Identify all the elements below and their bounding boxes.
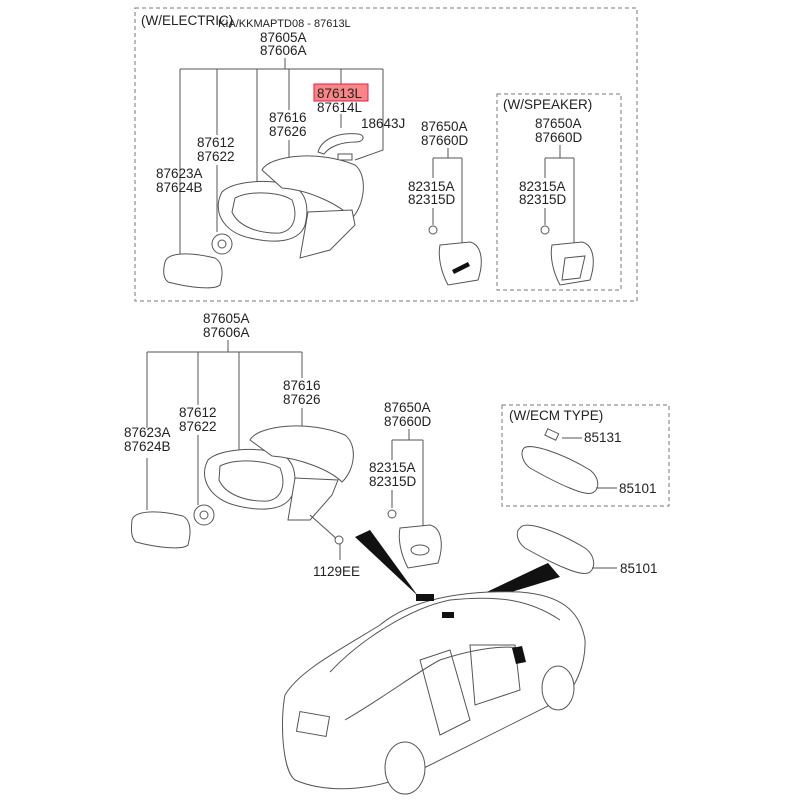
- ecm-group: 85131 85101: [521, 428, 657, 496]
- part-label[interactable]: 82315D: [369, 474, 417, 489]
- part-label[interactable]: 85101: [619, 481, 657, 496]
- vehicle-illustration: [281, 591, 586, 795]
- breadcrumb: KIA/KKMAPTD08 - 87613L: [218, 18, 351, 30]
- part-label[interactable]: 87612: [197, 135, 235, 150]
- part-label[interactable]: 1129EE: [313, 564, 360, 579]
- part-label[interactable]: 87614L: [317, 100, 363, 115]
- part-label[interactable]: 87622: [197, 149, 235, 164]
- part-label[interactable]: 85101: [620, 561, 658, 576]
- clip[interactable]: [428, 225, 438, 235]
- speaker-opening: [561, 255, 586, 281]
- speaker-group: 87650A 87660D 82315A 82315D: [519, 116, 594, 286]
- actuator-center: [199, 510, 209, 520]
- garnish-panel[interactable]: [438, 241, 482, 286]
- group-title-speaker: (W/SPEAKER): [503, 97, 592, 112]
- part-label[interactable]: 82315A: [369, 460, 416, 475]
- part-label[interactable]: 82315A: [408, 179, 455, 194]
- part-label[interactable]: 87622: [179, 419, 217, 434]
- part-label[interactable]: 87616: [283, 378, 321, 393]
- manual-mirror-group: 87605A 87606A 87616 87626 87612 87622 87…: [124, 311, 442, 579]
- part-label[interactable]: 87623A: [156, 166, 203, 181]
- pointer-arrow-left: [355, 530, 418, 596]
- highlight-box: [313, 83, 369, 102]
- car-windows: [419, 644, 521, 736]
- tweeter-grille: [452, 262, 470, 274]
- part-label[interactable]: 87612: [179, 405, 217, 420]
- leader-lines: [544, 145, 575, 245]
- inside-mirror-group: 85101: [516, 524, 658, 576]
- ecm-inside-mirror[interactable]: [521, 446, 599, 494]
- group-box-speaker: [496, 93, 622, 291]
- part-label[interactable]: 87626: [269, 124, 307, 139]
- housing-inner: [231, 192, 296, 234]
- group-box-ecm: [501, 404, 670, 507]
- part-label[interactable]: 87605A: [203, 311, 250, 326]
- housing-inner: [218, 460, 284, 502]
- part-label[interactable]: 82315D: [408, 192, 456, 207]
- mirror-base[interactable]: [287, 477, 339, 521]
- actuator-center: [217, 239, 227, 249]
- car-wheel-rear: [384, 741, 426, 795]
- part-label[interactable]: 87626: [283, 392, 321, 407]
- car-beltline: [344, 646, 521, 721]
- leader-lines: [432, 148, 463, 245]
- ecm-cover[interactable]: [544, 428, 560, 441]
- part-label[interactable]: 87660D: [535, 130, 583, 145]
- mirror-cover[interactable]: [249, 425, 354, 483]
- group-title-ecm: (W/ECM TYPE): [509, 408, 603, 423]
- part-label[interactable]: 87606A: [260, 43, 307, 58]
- mirror-glass[interactable]: [131, 511, 191, 549]
- car-roofline: [329, 597, 561, 673]
- side-mirror-location-marker: [512, 646, 526, 664]
- part-label[interactable]: 85131: [584, 430, 622, 445]
- part-label[interactable]: 87624B: [156, 180, 203, 195]
- part-label[interactable]: 87650A: [535, 116, 582, 131]
- mirror-location-marker: [416, 594, 434, 601]
- part-label[interactable]: 87623A: [124, 425, 171, 440]
- clip[interactable]: [387, 509, 397, 519]
- part-label[interactable]: 87606A: [203, 325, 250, 340]
- part-label[interactable]: 82315D: [519, 192, 567, 207]
- bolt[interactable]: [334, 535, 344, 545]
- garnish-hole: [410, 544, 430, 556]
- electric-mirror-group: 87605A 87606A 87613L 87614L 18643J 87616…: [156, 30, 482, 289]
- part-label-highlighted[interactable]: 87613L: [317, 86, 363, 101]
- connector[interactable]: [337, 153, 353, 161]
- part-label[interactable]: 87605A: [260, 30, 307, 45]
- mirror-glass[interactable]: [163, 253, 223, 289]
- part-label[interactable]: 87660D: [384, 414, 432, 429]
- part-label[interactable]: 18643J: [361, 116, 405, 131]
- leader-lines: [391, 429, 424, 528]
- group-title-electric: (W/ELECTRIC): [141, 13, 233, 28]
- car-body: [281, 591, 586, 790]
- part-label[interactable]: 87660D: [421, 133, 469, 148]
- garnish-panel-speaker[interactable]: [550, 241, 594, 286]
- leader-lines: [146, 340, 303, 510]
- part-label[interactable]: 87616: [269, 110, 307, 125]
- mirror-base[interactable]: [299, 209, 356, 259]
- part-label[interactable]: 87650A: [421, 119, 468, 134]
- part-label[interactable]: 87624B: [124, 439, 171, 454]
- license-plate: [295, 710, 331, 738]
- group-box-electric: [134, 7, 638, 302]
- car-wheel-front: [541, 665, 575, 711]
- mirror-cover[interactable]: [261, 155, 364, 219]
- inside-mirror-location-marker: [442, 612, 454, 618]
- part-label[interactable]: 87650A: [384, 400, 431, 415]
- part-label[interactable]: 82315A: [519, 179, 566, 194]
- leader-lines: [179, 58, 384, 255]
- side-repeater-lamp[interactable]: [317, 133, 364, 155]
- clip[interactable]: [540, 225, 550, 235]
- inside-mirror[interactable]: [516, 524, 595, 574]
